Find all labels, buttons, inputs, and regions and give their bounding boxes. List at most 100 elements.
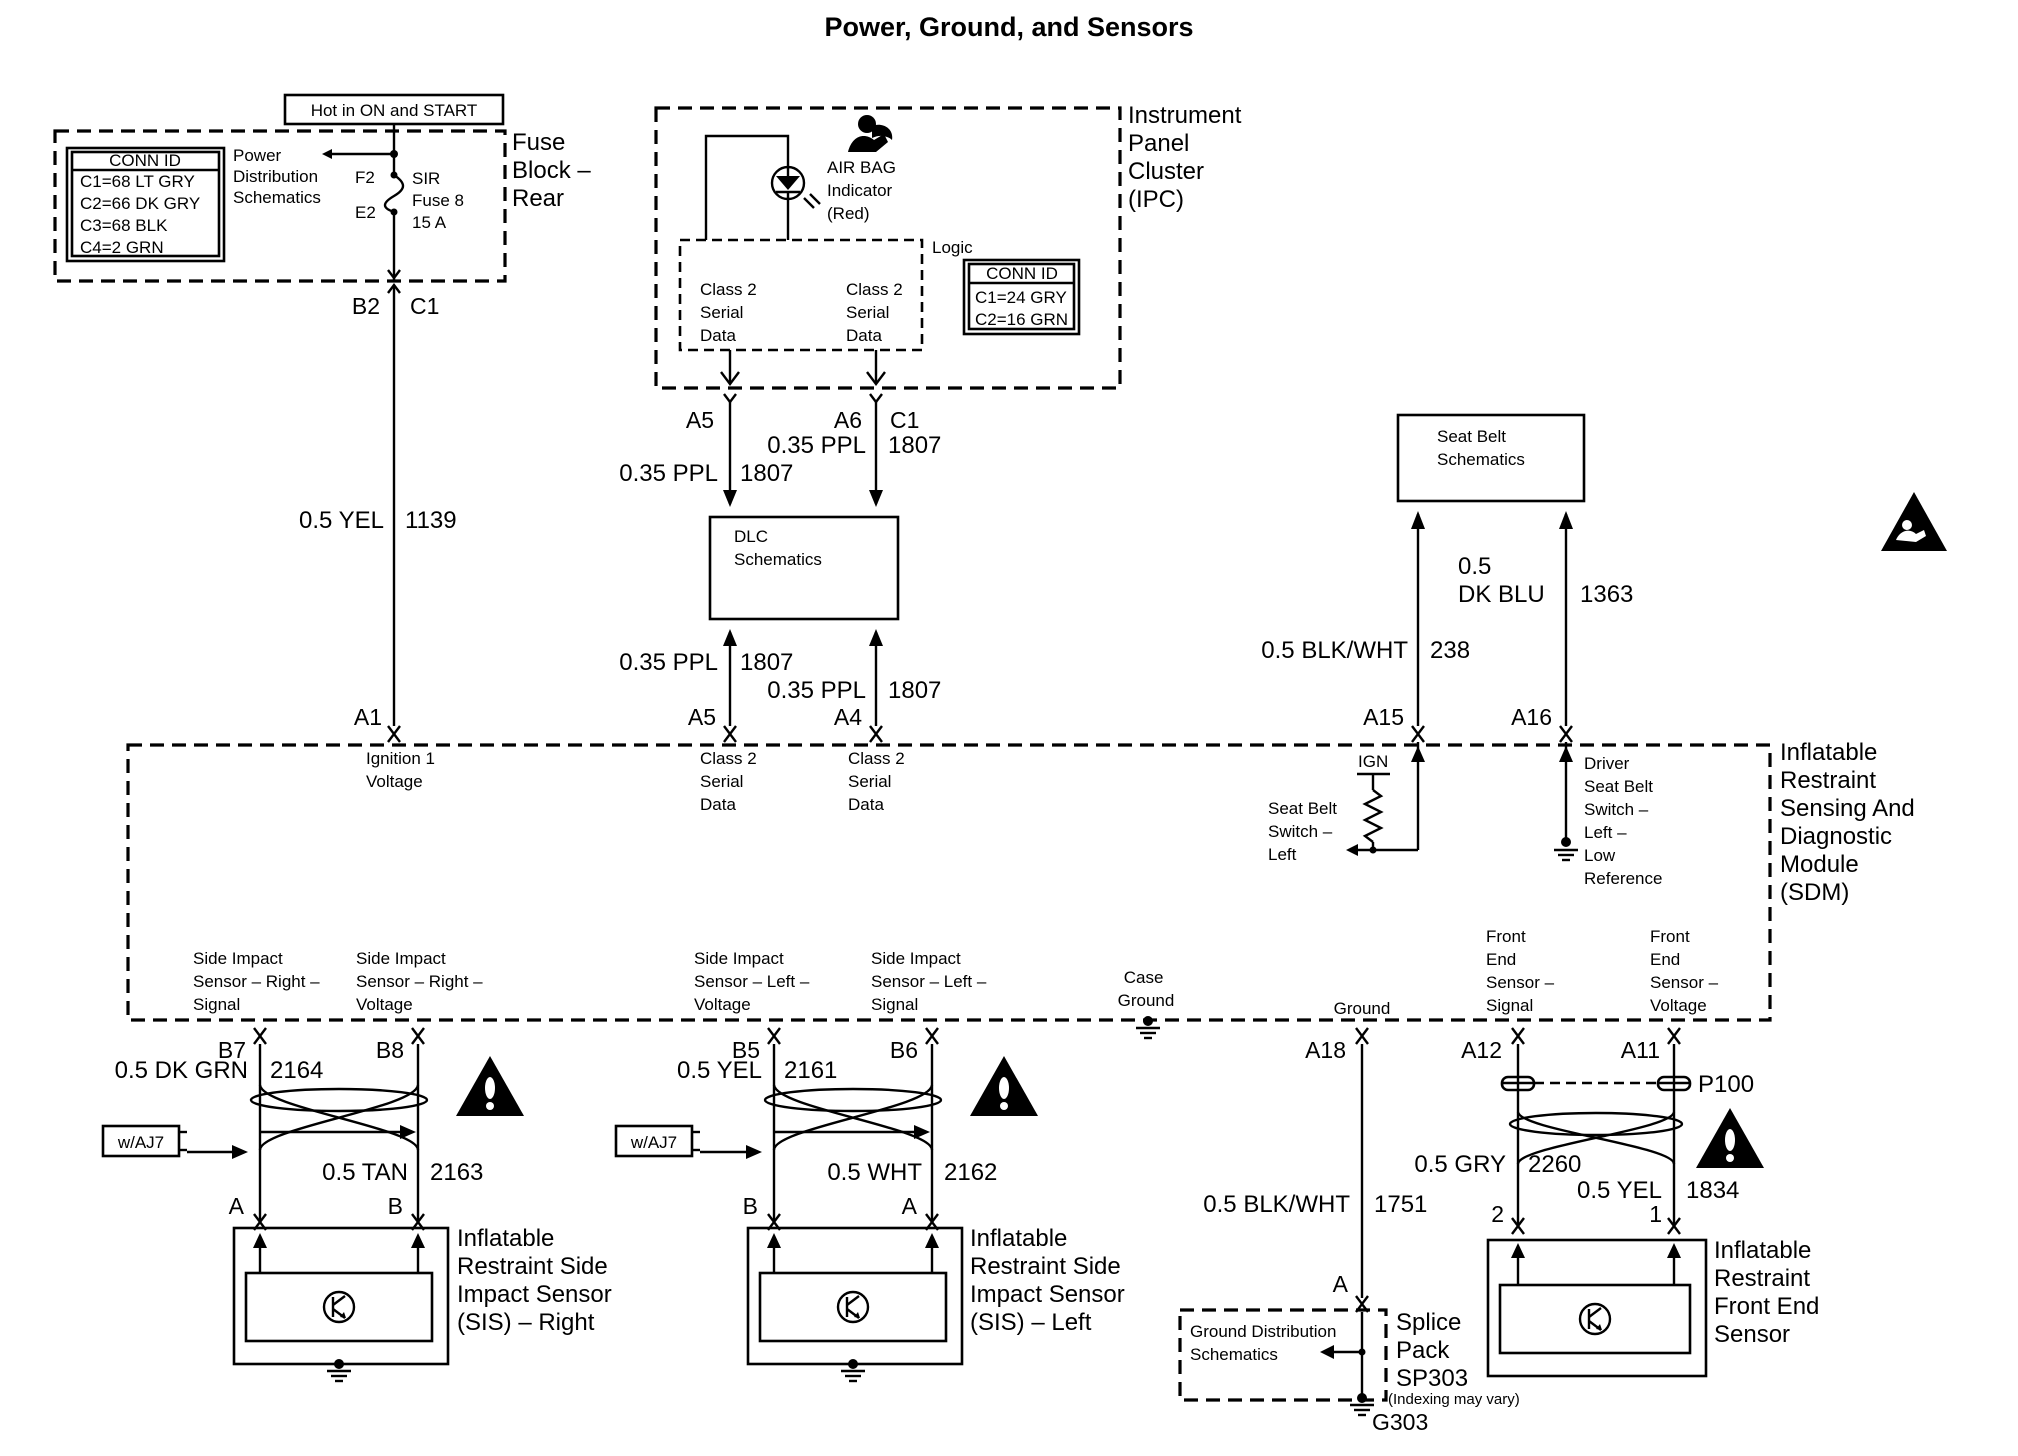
airbag-warning-triangle-icon — [1881, 492, 1947, 551]
dlc-schematics-box: DLC Schematics — [708, 515, 900, 621]
front-end-pin-1: 1 — [1649, 1201, 1662, 1227]
sdm-class2-a5-label: Class 2 Serial Data — [700, 749, 761, 814]
splice-pack-box — [1178, 1308, 1388, 1402]
option-tag-left — [614, 1124, 694, 1158]
wire-1139-gauge: 0.5 YEL — [299, 507, 384, 534]
seat-belt-label: Seat Belt Schematics — [1437, 427, 1525, 469]
svg-text:C1=24 GRY: C1=24 GRY — [975, 288, 1067, 307]
wire-1834-circuit: 1834 — [1686, 1177, 1739, 1204]
sdm-pin-a1: A1 — [354, 704, 382, 730]
case-ground-label: Case Ground — [1118, 968, 1175, 1010]
fuse-f2-label: F2 — [355, 168, 375, 187]
wire-1807-ur-gauge: 0.35 PPL — [767, 432, 866, 459]
wire-1807-ul-gauge: 0.35 PPL — [619, 460, 718, 487]
option-tag-left-label: w/AJ7 — [630, 1133, 677, 1152]
ipc-class2-right-label: Class 2 Serial Data — [846, 280, 907, 345]
sdm-class2-a4-label: Class 2 Serial Data — [848, 749, 909, 814]
sis-right-sensor — [232, 1226, 450, 1383]
option-tag-right — [101, 1124, 181, 1158]
ground-label: Ground — [1334, 999, 1391, 1018]
sis-right-signal-label: Side Impact Sensor – Right – Signal — [193, 949, 324, 1014]
front-end-voltage-label: Front End Sensor – Voltage — [1650, 927, 1723, 1015]
ipc-class2-left-label: Class 2 Serial Data — [700, 280, 761, 345]
hot-in-on-start-label: Hot in ON and START — [311, 101, 478, 120]
seat-belt-switch-left-label: Seat Belt Switch – Left — [1268, 799, 1342, 864]
wire-1834-gauge: 0.5 YEL — [1577, 1177, 1662, 1204]
wire-1751-circuit: 1751 — [1374, 1191, 1427, 1218]
sis-left-pin-b: B — [743, 1193, 758, 1219]
warning-triangle-icon — [970, 1056, 1038, 1116]
p100-label: P100 — [1698, 1071, 1754, 1098]
warning-triangle-icon — [456, 1056, 524, 1116]
airbag-icon — [848, 115, 893, 152]
sis-left-signal-label: Side Impact Sensor – Left – Signal — [871, 949, 991, 1014]
sdm-pin-a11: A11 — [1621, 1037, 1660, 1063]
ipc-pin-a6: A6 — [834, 407, 862, 433]
sdm-pin-a18: A18 — [1305, 1037, 1346, 1063]
wire-2161-gauge: 0.5 YEL — [677, 1057, 762, 1084]
sdm-ignition-voltage-label: Ignition 1 Voltage — [366, 749, 440, 791]
ipc-logic-box — [678, 238, 924, 352]
logic-label: Logic — [932, 238, 973, 257]
sdm-pin-a16: A16 — [1511, 704, 1552, 730]
wire-1807-ul-circuit: 1807 — [740, 460, 793, 487]
wire-238-gauge: 0.5 BLK/WHT — [1261, 637, 1408, 664]
svg-text:C1=68 LT GRY: C1=68 LT GRY — [80, 172, 195, 191]
wire-2260-circuit: 2260 — [1528, 1151, 1581, 1178]
front-end-signal-label: Front End Sensor – Signal — [1486, 927, 1559, 1015]
seat-belt-schematics-box: Seat Belt Schematics — [1396, 413, 1586, 503]
sis-right-label: Inflatable Restraint Side Impact Sensor … — [457, 1225, 618, 1336]
sir-fuse-label: SIR Fuse 8 15 A — [412, 169, 469, 232]
sis-right-voltage-label: Side Impact Sensor – Right – Voltage — [356, 949, 487, 1014]
wire-1139-circuit: 1139 — [405, 507, 457, 534]
sdm-pin-a4: A4 — [834, 704, 862, 730]
sdm-label: Inflatable Restraint Sensing And Diagnos… — [1780, 739, 1921, 906]
ipc-pin-c1: C1 — [890, 407, 919, 433]
sdm-pin-b7: B7 — [218, 1037, 246, 1063]
sis-left-label: Inflatable Restraint Side Impact Sensor … — [970, 1225, 1131, 1336]
wire-1807-lr-gauge: 0.35 PPL — [767, 677, 866, 704]
dlc-label: DLC Schematics — [734, 527, 822, 569]
sdm-pin-a5: A5 — [688, 704, 716, 730]
wire-1751-gauge: 0.5 BLK/WHT — [1203, 1191, 1350, 1218]
wire-1807-ur-circuit: 1807 — [888, 432, 941, 459]
front-end-pin-2: 2 — [1491, 1201, 1504, 1227]
fuse-e2-label: E2 — [355, 203, 376, 222]
svg-text:C2=66 DK GRY: C2=66 DK GRY — [80, 194, 200, 213]
fuse-block-rear: Fuse Block – Rear Hot in ON and START CO… — [53, 93, 597, 283]
sdm-pin-b6: B6 — [890, 1037, 918, 1063]
front-end-sensor — [1486, 1238, 1708, 1378]
instrument-panel-cluster: Instrument Panel Cluster (IPC) AIR BAG I… — [654, 102, 1242, 390]
svg-text:C4=2 GRN: C4=2 GRN — [80, 238, 164, 257]
ign-label: IGN — [1358, 752, 1388, 771]
ground-g303-label: G303 — [1372, 1409, 1428, 1435]
sdm-module: Inflatable Restraint Sensing And Diagnos… — [126, 704, 1921, 1063]
pin-c1-label: C1 — [410, 293, 439, 319]
power-distribution-label: Power Distribution Schematics — [233, 146, 323, 207]
sis-left-voltage-label: Side Impact Sensor – Left – Voltage — [694, 949, 814, 1014]
case-ground-icon — [1136, 1016, 1160, 1040]
wire-2162-gauge: 0.5 WHT — [827, 1159, 922, 1186]
wire-2164-gauge: 0.5 DK GRN — [115, 1057, 248, 1084]
ground-g303-icon — [1350, 1393, 1374, 1417]
sensor-transistor-icon — [322, 1290, 356, 1324]
sis-right-pin-a: A — [229, 1193, 245, 1219]
sdm-pin-a12: A12 — [1461, 1037, 1502, 1063]
fuse-block-label: Fuse Block – Rear — [512, 129, 597, 212]
splice-pin-a: A — [1333, 1271, 1349, 1297]
wire-2260-gauge: 0.5 GRY — [1414, 1151, 1506, 1178]
wire-1807-ll-gauge: 0.35 PPL — [619, 649, 718, 676]
svg-text:CONN ID: CONN ID — [109, 151, 181, 170]
wire-2163-gauge: 0.5 TAN — [322, 1159, 408, 1186]
splice-pack-label: Splice Pack SP303 — [1396, 1309, 1468, 1392]
front-end-sensor-label: Inflatable Restraint Front End Sensor — [1714, 1237, 1826, 1348]
sensor-transistor-icon — [1578, 1302, 1612, 1336]
sis-left-sensor — [746, 1226, 964, 1383]
svg-text:C3=68 BLK: C3=68 BLK — [80, 216, 168, 235]
warning-triangle-icon — [1696, 1108, 1764, 1168]
wire-1807-ll-circuit: 1807 — [740, 649, 793, 676]
ipc-pin-a5: A5 — [686, 407, 714, 433]
driver-seat-belt-label: Driver Seat Belt Switch – Left – Low Ref… — [1584, 754, 1662, 888]
page-title: Power, Ground, and Sensors — [824, 12, 1193, 42]
